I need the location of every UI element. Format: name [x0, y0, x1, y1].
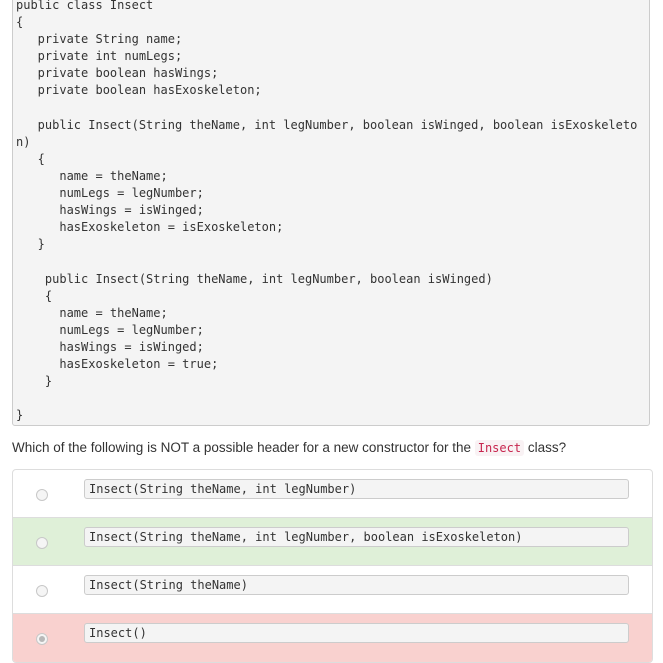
answer-options: Insect(String theName, int legNumber) In… [12, 469, 653, 663]
answer-option-4[interactable]: Insect() [13, 614, 652, 662]
question-prompt: Which of the following is NOT a possible… [12, 440, 567, 456]
class-code-block: public class Insect { private String nam… [12, 0, 650, 426]
radio-button-2[interactable] [36, 537, 48, 549]
option-code-1: Insect(String theName, int legNumber) [84, 479, 629, 499]
answer-option-3[interactable]: Insect(String theName) [13, 566, 652, 614]
answer-option-1[interactable]: Insect(String theName, int legNumber) [13, 470, 652, 518]
question-text-before: Which of the following is NOT a possible… [12, 440, 475, 455]
inline-code-insect: Insect [474, 440, 525, 456]
answer-option-2[interactable]: Insect(String theName, int legNumber, bo… [13, 518, 652, 566]
question-text-after: class? [524, 440, 567, 455]
option-code-3: Insect(String theName) [84, 575, 629, 595]
radio-button-1[interactable] [36, 489, 48, 501]
radio-button-3[interactable] [36, 585, 48, 597]
option-code-4: Insect() [84, 623, 629, 643]
class-code-text: public class Insect { private String nam… [16, 0, 638, 423]
option-code-2: Insect(String theName, int legNumber, bo… [84, 527, 629, 547]
radio-button-4-selected[interactable] [36, 633, 48, 645]
